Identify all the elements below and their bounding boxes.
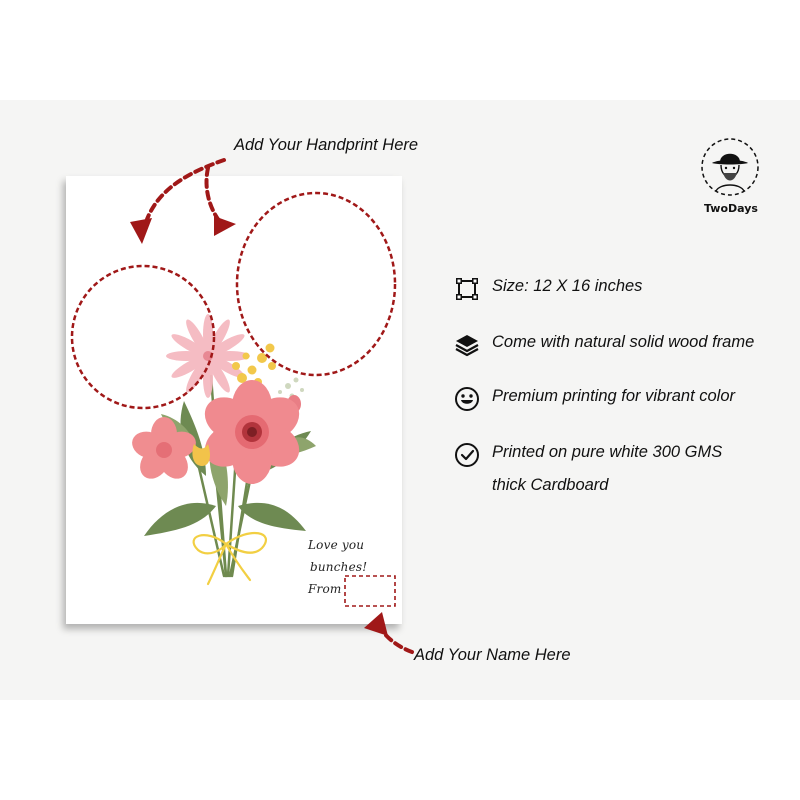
feature-cardboard-line2: thick Cardboard — [492, 476, 609, 494]
feature-printing-text: Premium printing for vibrant color — [492, 387, 736, 405]
feature-cardboard: Printed on pure white 300 GMS thick Card… — [454, 443, 722, 502]
brand-name: TwoDays — [704, 202, 758, 215]
layers-icon — [455, 335, 479, 357]
bouquet-illustration — [132, 314, 396, 607]
feature-frame: Come with natural solid wood frame — [454, 333, 754, 359]
name-callout: Add Your Name Here — [414, 646, 571, 664]
feature-size: Size: 12 X 16 inches — [454, 277, 642, 303]
smile-icon — [455, 387, 479, 411]
feature-cardboard-line1: Printed on pure white 300 GMS — [492, 443, 723, 461]
feature-cardboard-text: Printed on pure white 300 GMS thick Card… — [492, 436, 722, 502]
cowboy-portrait-icon — [701, 138, 759, 196]
note-love-you: Love you — [308, 538, 365, 552]
feature-printing: Premium printing for vibrant color — [454, 387, 735, 413]
note-bunches: bunches! — [310, 560, 368, 574]
name-box — [344, 575, 396, 607]
crop-frame-icon — [456, 278, 478, 300]
handprint-callout: Add Your Handprint Here — [234, 136, 419, 154]
feature-size-text: Size: 12 X 16 inches — [492, 277, 643, 295]
note-from: From — [308, 582, 342, 596]
print-card: Love you bunches! From — [66, 176, 402, 624]
check-circle-icon — [455, 443, 479, 467]
feature-frame-text: Come with natural solid wood frame — [492, 333, 755, 351]
